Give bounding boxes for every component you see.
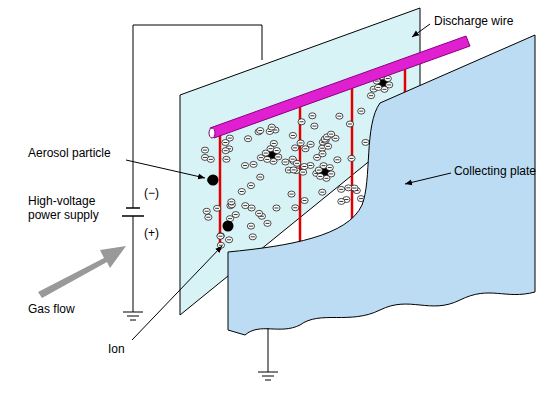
part-label: Aerosol particle xyxy=(28,146,111,160)
gas-flow-arrow xyxy=(38,246,126,298)
ground-symbol xyxy=(258,328,278,380)
part-label: Gas flow xyxy=(28,302,75,316)
discharge-rod xyxy=(210,36,470,138)
part-label: Ion xyxy=(108,342,125,356)
part-label: Discharge wire xyxy=(434,14,513,28)
collecting-plate xyxy=(228,35,535,335)
part-label: High-voltage power supply xyxy=(28,194,120,222)
polarity-label: (−) xyxy=(144,186,159,200)
part-label: Collecting plate xyxy=(454,164,536,178)
polarity-label: (+) xyxy=(144,226,159,240)
leader-lines xyxy=(126,24,451,340)
rod-end xyxy=(209,128,215,138)
battery-symbol xyxy=(122,208,144,222)
